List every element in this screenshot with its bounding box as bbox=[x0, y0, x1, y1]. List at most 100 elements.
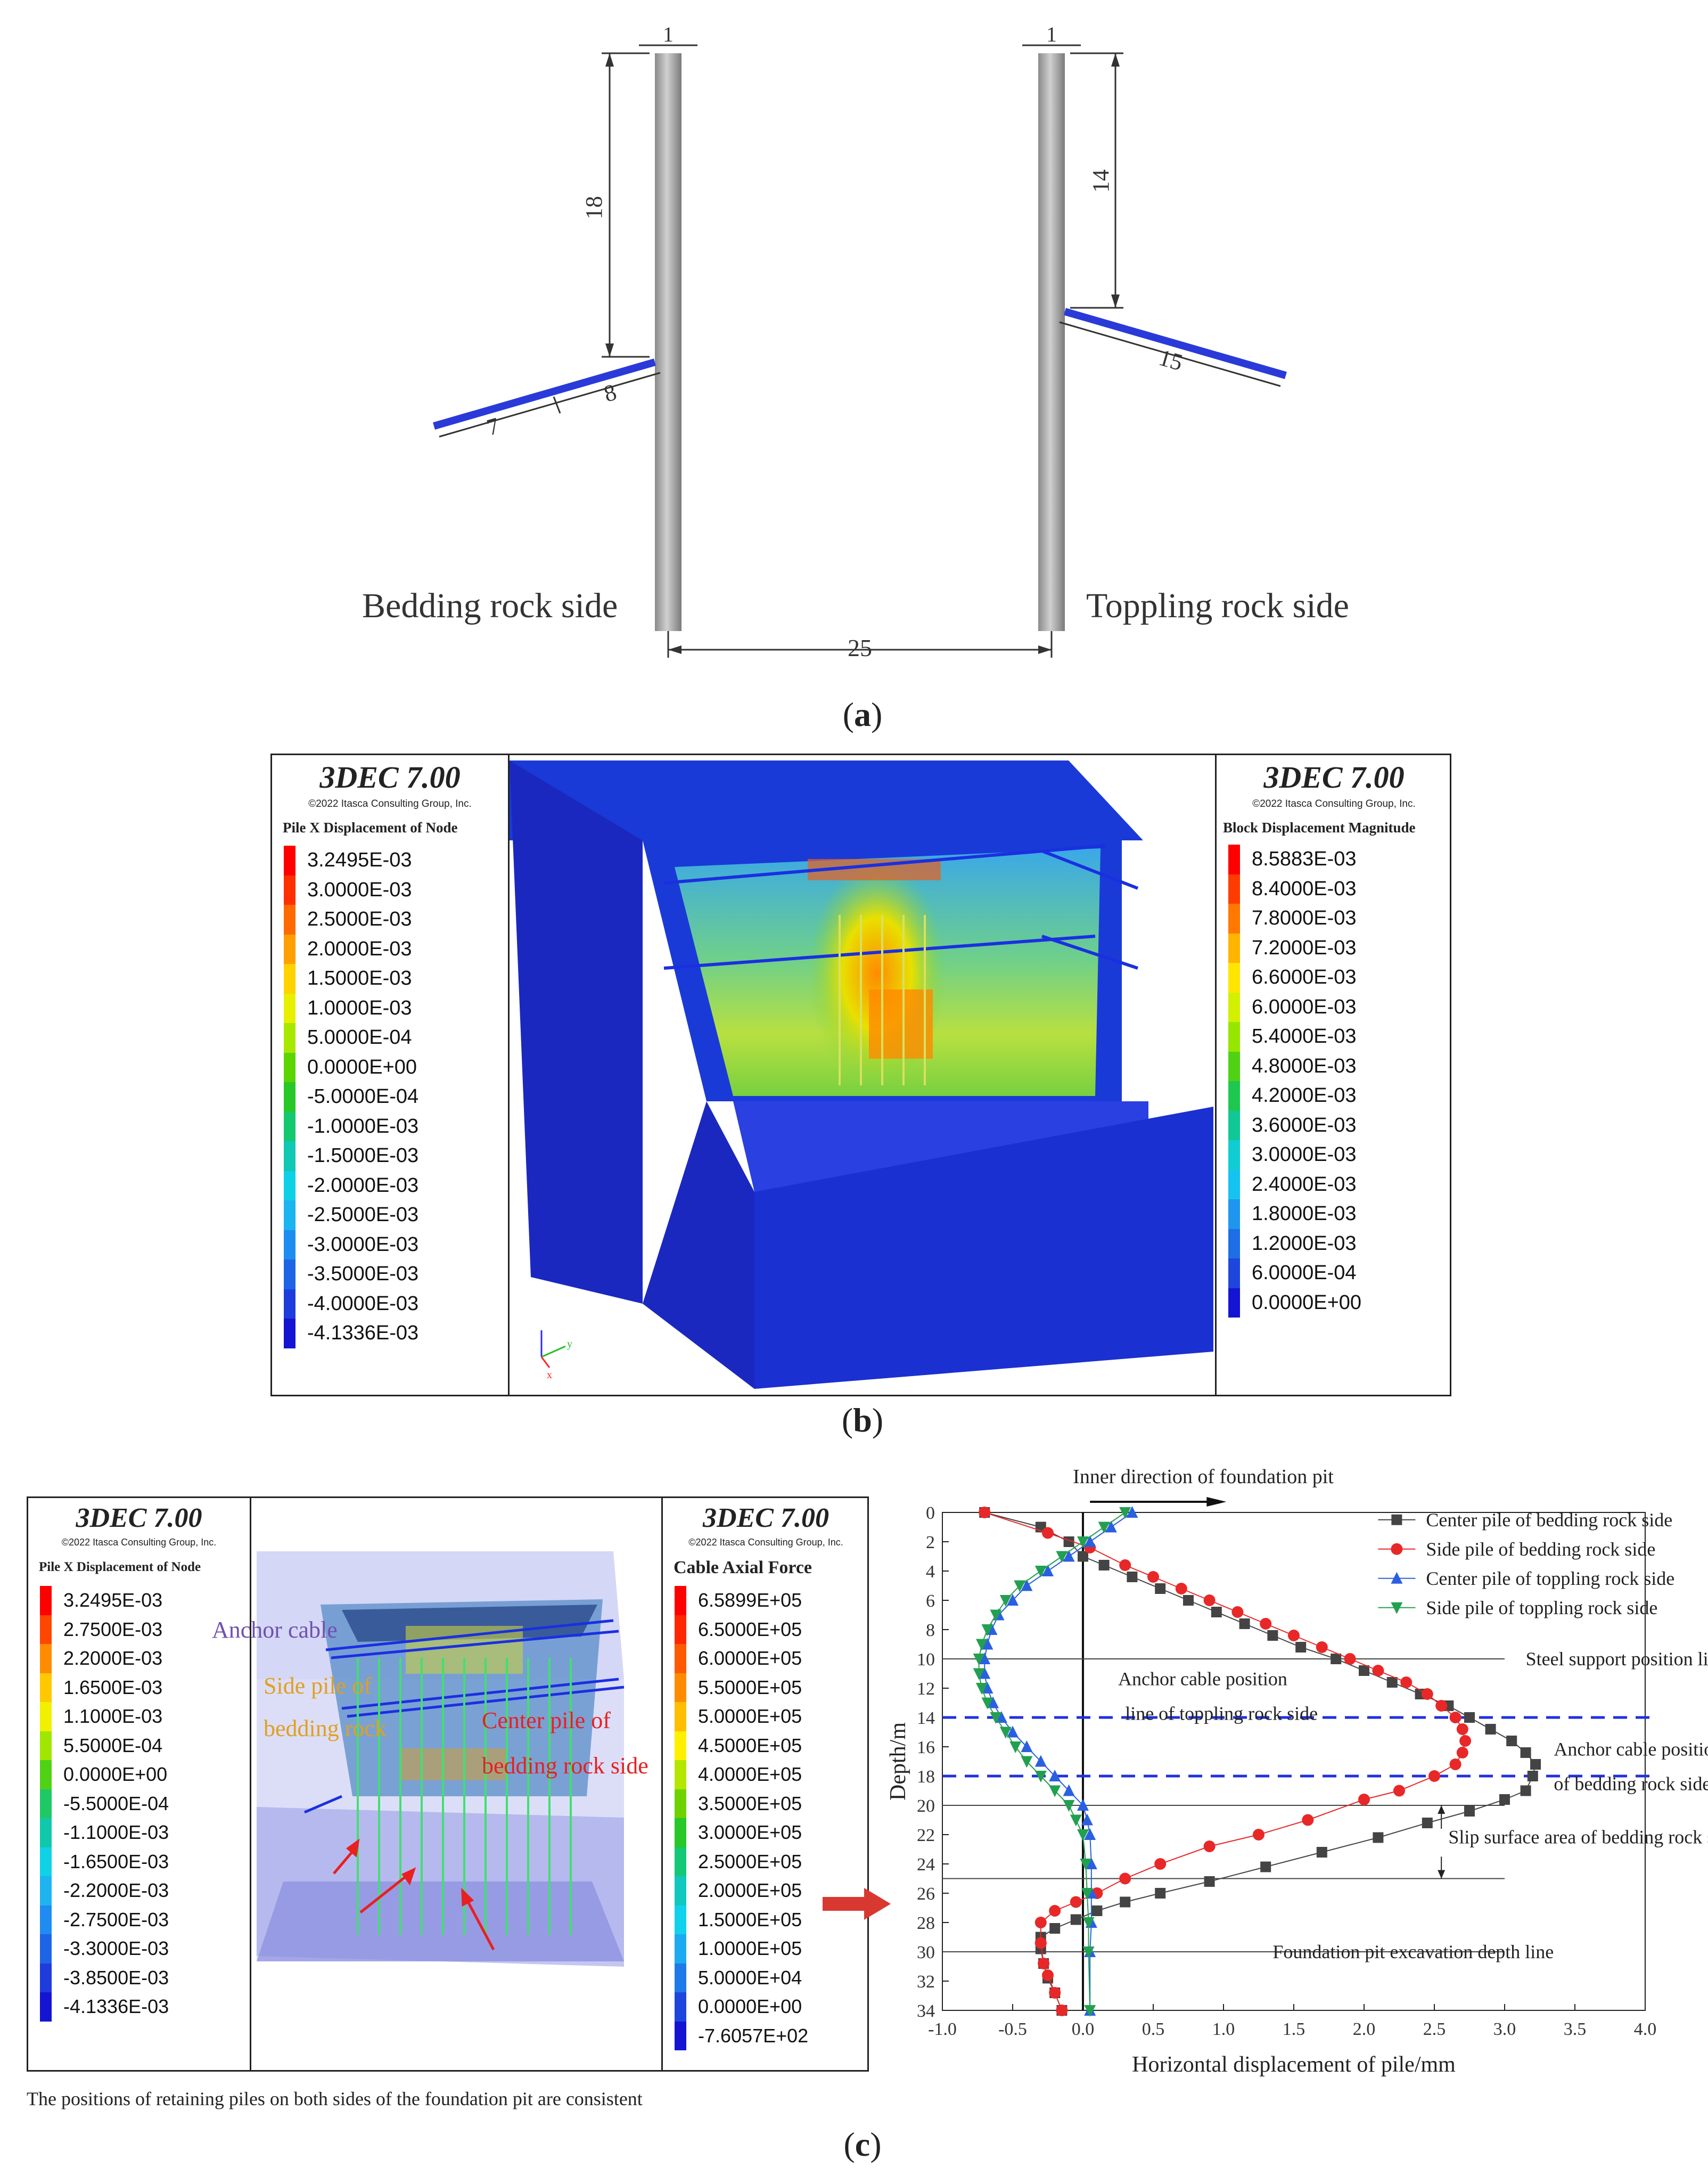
legend-swatch bbox=[675, 1731, 686, 1760]
data-point bbox=[1034, 1917, 1047, 1928]
data-point bbox=[1456, 1747, 1468, 1758]
panel-b-left-legend: 3DEC 7.00 ©2022 Itasca Consulting Group,… bbox=[272, 755, 510, 1395]
x-tick-label: 3.5 bbox=[1564, 2019, 1587, 2039]
legend-swatch bbox=[1228, 1199, 1240, 1229]
legend-value: -1.1000E-03 bbox=[63, 1821, 169, 1844]
legend-swatch bbox=[284, 1319, 295, 1348]
legend-swatch bbox=[40, 1760, 52, 1789]
y-tick-label: 2 bbox=[926, 1533, 935, 1552]
legend-value: 2.0000E-03 bbox=[307, 937, 412, 960]
legend-row: 6.0000E-04 bbox=[1228, 1258, 1361, 1288]
y-tick-label: 20 bbox=[917, 1796, 935, 1816]
data-point bbox=[1098, 1560, 1110, 1570]
legend-value: -4.1336E-03 bbox=[307, 1322, 419, 1345]
legend-value: 1.8000E-03 bbox=[1252, 1202, 1357, 1225]
data-point bbox=[1183, 1595, 1194, 1606]
legend-swatch bbox=[675, 1586, 686, 1615]
legend-row: 1.5000E-03 bbox=[284, 964, 418, 994]
y-axis-label: Depth/m bbox=[886, 1722, 910, 1801]
legend-title: 3DEC 7.00 bbox=[76, 1503, 202, 1533]
chart-title: Inner direction of foundation pit bbox=[1073, 1466, 1334, 1488]
legend-marker bbox=[1391, 1572, 1403, 1584]
series-line-2 bbox=[984, 1512, 1132, 2010]
legend-row: -1.5000E-03 bbox=[284, 1141, 418, 1171]
legend-row: 5.5000E-04 bbox=[40, 1731, 169, 1760]
panel-b-model-render: y x bbox=[510, 760, 1213, 1389]
legend-value: 5.0000E+05 bbox=[698, 1705, 802, 1728]
legend-swatch bbox=[284, 993, 295, 1023]
data-point bbox=[1393, 1785, 1405, 1797]
legend-row: -3.8500E-03 bbox=[40, 1963, 169, 1992]
legend-row: -1.0000E-03 bbox=[284, 1111, 418, 1141]
legend-row: 0.0000E+00 bbox=[40, 1760, 169, 1789]
legend-value: 3.2495E-03 bbox=[307, 849, 412, 872]
legend-value: 1.1000E-03 bbox=[63, 1705, 163, 1728]
legend-row: 4.0000E+05 bbox=[675, 1760, 808, 1789]
panel-c-right-legend: 3DEC 7.00 ©2022 Itasca Consulting Group,… bbox=[661, 1498, 869, 2070]
y-tick-label: 34 bbox=[917, 2001, 935, 2021]
y-tick-label: 8 bbox=[926, 1621, 935, 1640]
legend-value: 3.0000E+05 bbox=[698, 1821, 802, 1844]
legend-row: 3.5000E+05 bbox=[675, 1789, 808, 1818]
legend-row: 5.0000E+04 bbox=[675, 1963, 808, 1992]
data-point bbox=[1204, 1876, 1215, 1887]
legend-value: 8.5883E-03 bbox=[1252, 848, 1357, 871]
data-point bbox=[975, 1683, 988, 1695]
legend-swatch bbox=[1228, 1140, 1240, 1170]
x-tick-label: 0.5 bbox=[1142, 2019, 1165, 2039]
data-point bbox=[1295, 1642, 1307, 1653]
y-tick-label: 4 bbox=[926, 1562, 935, 1582]
axis-label-x: x bbox=[547, 1369, 552, 1381]
data-point bbox=[1302, 1814, 1314, 1826]
x-tick-label: 0.0 bbox=[1072, 2019, 1095, 2039]
legend-swatch bbox=[675, 1789, 686, 1818]
legend-swatch bbox=[40, 1847, 52, 1876]
data-point bbox=[1459, 1735, 1472, 1747]
legend-swatch bbox=[1228, 1229, 1240, 1258]
axis-label-y: y bbox=[567, 1338, 572, 1350]
data-point bbox=[981, 1697, 993, 1709]
legend-row: 6.5000E+05 bbox=[675, 1615, 808, 1644]
y-tick-label: 0 bbox=[926, 1503, 935, 1523]
legend-swatch bbox=[1228, 1022, 1240, 1052]
legend-row: 7.8000E-03 bbox=[1228, 904, 1361, 934]
legend-swatch bbox=[40, 1702, 52, 1731]
legend-row: 4.5000E+05 bbox=[675, 1731, 808, 1760]
legend-row: -3.5000E-03 bbox=[284, 1259, 418, 1289]
data-point bbox=[1098, 1521, 1110, 1534]
data-point bbox=[1049, 1785, 1061, 1797]
data-point bbox=[1014, 1580, 1026, 1592]
side-pile-label-line2: bedding rock bbox=[264, 1715, 387, 1741]
legend-value: -2.7500E-03 bbox=[63, 1908, 169, 1930]
dim-left-cable-outer: 7 bbox=[484, 412, 503, 440]
x-tick-label: 3.0 bbox=[1493, 2019, 1516, 2039]
legend-copyright: ©2022 Itasca Consulting Group, Inc. bbox=[1252, 798, 1416, 809]
data-point bbox=[1049, 1905, 1061, 1917]
panel-a-drawing: 1 1 18 14 7 8 15 25 bbox=[433, 22, 1287, 661]
legend-value: 2.5000E-03 bbox=[307, 908, 412, 931]
data-point bbox=[1021, 1579, 1033, 1591]
data-point bbox=[1042, 1969, 1054, 1981]
legend-value: 3.0000E-03 bbox=[307, 878, 412, 901]
data-point bbox=[1007, 1725, 1019, 1738]
legend-row: -5.5000E-04 bbox=[40, 1789, 169, 1818]
legend-swatch bbox=[284, 964, 295, 994]
data-point bbox=[1155, 1583, 1166, 1594]
y-tick-label: 32 bbox=[917, 1972, 935, 1992]
legend-value: 6.6000E-03 bbox=[1252, 966, 1357, 989]
y-tick-label: 14 bbox=[917, 1708, 935, 1728]
y-tick-label: 30 bbox=[917, 1943, 935, 1962]
legend-value: 1.6500E-03 bbox=[63, 1676, 163, 1698]
data-point bbox=[1081, 1888, 1093, 1900]
legend-row: 3.2495E-03 bbox=[284, 846, 418, 876]
legend-value: -4.0000E-03 bbox=[307, 1292, 419, 1315]
legend-value: -4.1336E-03 bbox=[63, 1995, 169, 2018]
data-point bbox=[1316, 1641, 1328, 1653]
legend-value: 3.5000E+05 bbox=[698, 1792, 802, 1814]
y-tick-label: 26 bbox=[917, 1884, 935, 1904]
data-point bbox=[1428, 1770, 1440, 1782]
legend-value: 0.0000E+00 bbox=[63, 1763, 168, 1786]
legend-value: -1.6500E-03 bbox=[63, 1850, 169, 1872]
slip-surface-label: Slip surface area of bedding rock side bbox=[1448, 1827, 1708, 1848]
legend-row: 7.2000E-03 bbox=[1228, 933, 1361, 963]
